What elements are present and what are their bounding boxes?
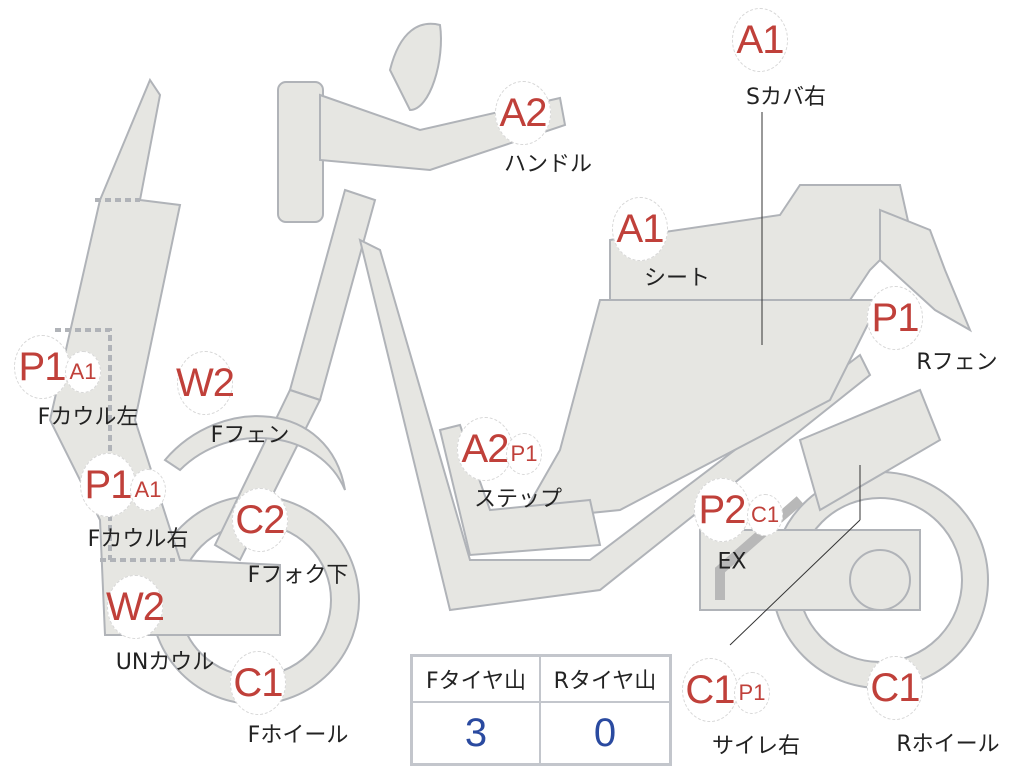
part-label: Rフェン [916, 350, 998, 375]
damage-code-badge: W2 [106, 575, 165, 639]
damage-code-badge: P1 [80, 453, 136, 517]
part-label: Fフォク下 [247, 563, 349, 588]
part-label: サイレ右 [711, 734, 801, 759]
part-label: Rホイール [896, 732, 1000, 757]
front-fender [163, 415, 346, 491]
damage-code-badge: A2 [495, 81, 551, 145]
damage-code-badge: A1 [732, 8, 788, 72]
damage-code-badge: P1 [14, 335, 70, 399]
part-label: ステップ [473, 487, 563, 512]
cowl-seam-lines [55, 198, 175, 562]
damage-subcode-badge: P1 [506, 433, 542, 475]
rear-tire-value: 0 [593, 710, 617, 755]
rear-fender [879, 208, 973, 333]
damage-code-badge: W2 [176, 351, 235, 415]
rear-hub [849, 549, 911, 611]
damage-code-badge: C1 [230, 651, 286, 715]
muffler [798, 388, 942, 512]
mirror [388, 22, 442, 112]
step [438, 423, 602, 557]
damage-code-badge: A2 [457, 417, 513, 481]
part-label: ハンドル [503, 152, 593, 177]
damage-code-badge: P2 [694, 478, 750, 542]
damage-subcode-badge: A1 [65, 351, 101, 393]
tire-tread-table: Fタイヤ山 Rタイヤ山 3 0 [410, 654, 672, 766]
part-label: Fホイール [247, 723, 349, 748]
damage-code-badge: A1 [612, 197, 668, 261]
damage-code-badge: P1 [867, 286, 923, 350]
leader-line [729, 519, 861, 646]
part-label: Fフェン [210, 423, 290, 448]
headlight [277, 81, 324, 223]
damage-subcode-badge: A1 [130, 469, 166, 511]
part-label: EX [717, 549, 747, 575]
damage-code-badge: C1 [682, 658, 738, 722]
part-label: UNカウル [115, 650, 215, 675]
rear-tire-header: Rタイヤ山 [541, 657, 669, 703]
damage-subcode-badge: P1 [734, 672, 770, 714]
part-label: Sカバ右 [746, 85, 826, 110]
damage-code-badge: C2 [232, 488, 288, 552]
damage-code-badge: C1 [867, 656, 923, 720]
part-label: シート [643, 266, 711, 291]
damage-subcode-badge: C1 [747, 494, 783, 536]
front-tire-value: 3 [413, 703, 541, 763]
part-label: Fカウル右 [87, 527, 189, 552]
part-label: Fカウル左 [37, 405, 139, 430]
front-tire-header: Fタイヤ山 [413, 657, 541, 703]
